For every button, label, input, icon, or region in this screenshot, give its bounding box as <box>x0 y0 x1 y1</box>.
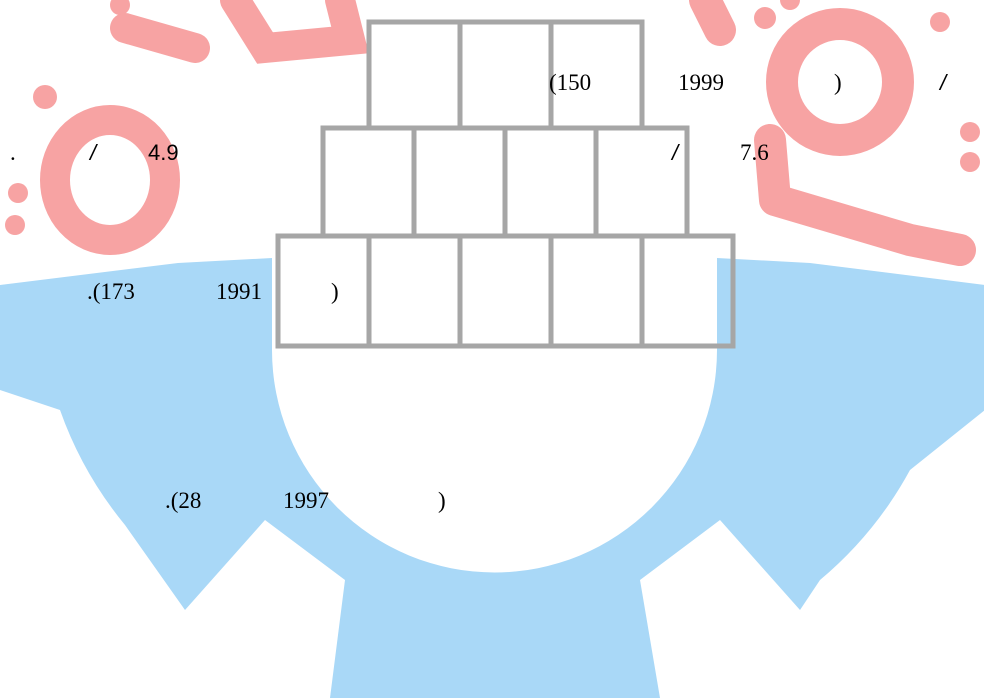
citation-close-paren: ) <box>331 279 339 304</box>
box-row-middle <box>320 125 690 239</box>
citation-close-paren: ) <box>834 70 842 95</box>
value-7-6: 7.6 <box>740 140 769 165</box>
box <box>411 125 508 239</box>
box-row-top <box>366 19 645 131</box>
gear-shape <box>0 258 984 698</box>
slash-mark-a: / <box>90 140 97 165</box>
box <box>366 233 463 349</box>
citation-open-paren-28: .(28 <box>165 488 202 513</box>
sentence-period: . <box>10 140 16 165</box>
arabic-dots-right <box>754 0 980 172</box>
slash-mark: / <box>940 70 947 95</box>
gear-body <box>0 258 984 698</box>
box <box>275 233 372 349</box>
citation-year-1991: 1991 <box>216 279 262 304</box>
box <box>502 125 599 239</box>
citation-open-paren-173: .(173 <box>87 279 135 304</box>
box <box>366 19 463 131</box>
citation-year-1999: 1999 <box>678 70 724 95</box>
box <box>639 233 736 349</box>
citation-open-paren-150: (150 <box>549 70 592 95</box>
box <box>457 19 554 131</box>
arabic-lettering-left <box>40 0 369 255</box>
box <box>548 233 645 349</box>
box <box>457 233 554 349</box>
arabic-lettering-right <box>689 0 976 266</box>
citation-close-paren: ) <box>438 488 446 513</box>
slash-mark-b: / <box>672 140 679 165</box>
arabic-dots-left <box>5 0 130 235</box>
citation-year-1997: 1997 <box>283 488 329 513</box>
box-row-bottom <box>275 233 736 349</box>
box <box>320 125 417 239</box>
value-4-9: 4.9 <box>148 140 179 165</box>
